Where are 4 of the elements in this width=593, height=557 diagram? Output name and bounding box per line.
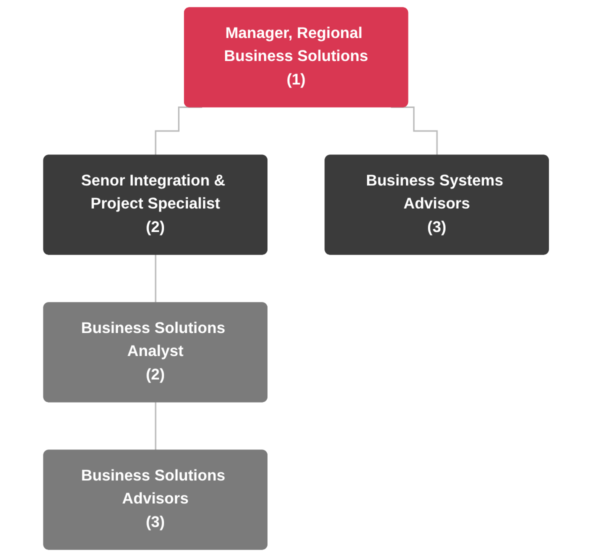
connector	[391, 106, 438, 156]
connector	[155, 106, 203, 156]
connector	[155, 401, 157, 452]
connector	[155, 254, 157, 304]
